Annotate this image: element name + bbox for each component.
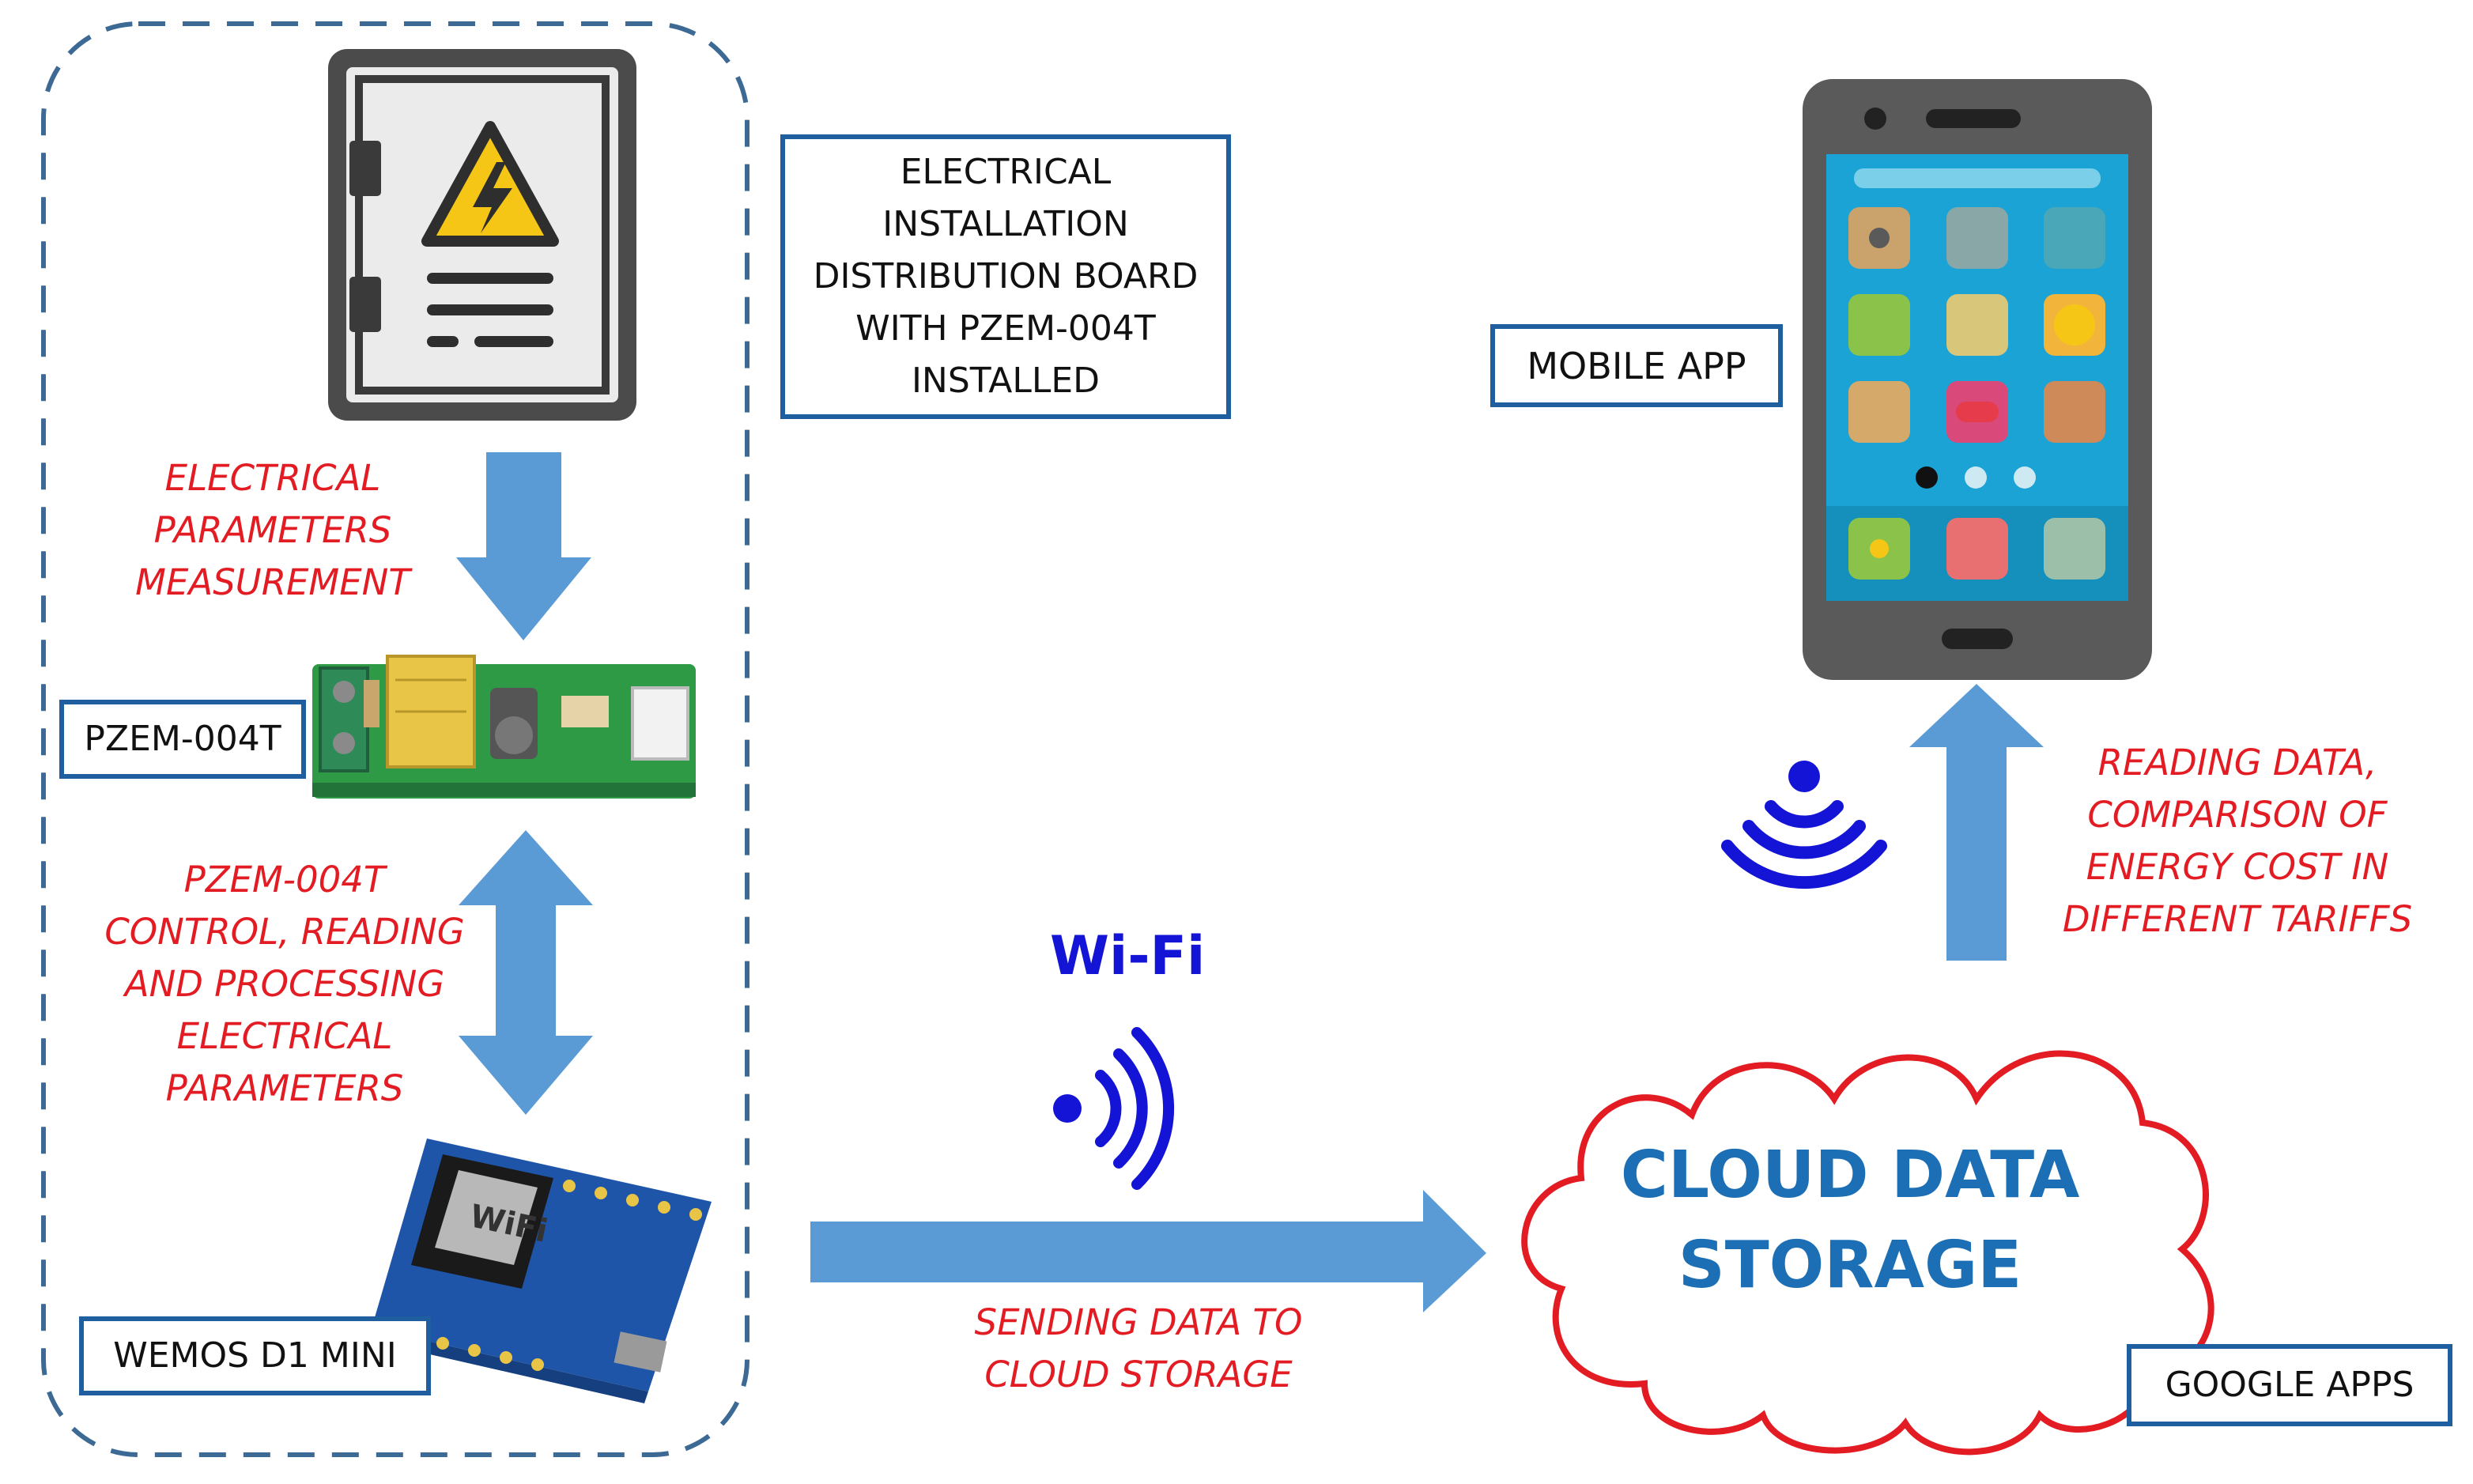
pzem-module-image <box>312 655 696 799</box>
measurement-arrow <box>456 452 591 640</box>
signal-icon <box>1721 761 1887 889</box>
reading-arrow <box>1909 684 2044 961</box>
wemos-board-image: WiFi <box>368 1138 712 1403</box>
hardware-group-dashed-border <box>41 21 749 1457</box>
wifi-label: Wi-Fi <box>1050 925 1206 987</box>
mobile-app-label: MOBILE APP <box>1490 324 1783 407</box>
wemos-label: WEMOS D1 MINI <box>79 1316 431 1395</box>
reading-annotation: READING DATA, COMPARISON OF ENERGY COST … <box>2062 742 2413 940</box>
cloud-data-storage-label: CLOUD DATA STORAGE <box>1620 1138 2080 1303</box>
cloud-shape <box>1521 1050 2214 1456</box>
pzem-label: PZEM-004T <box>59 700 306 779</box>
control-double-arrow <box>459 830 593 1115</box>
smartphone-icon <box>1803 79 2152 680</box>
measurement-annotation: ELECTRICAL PARAMETERS MEASUREMENT <box>135 457 410 603</box>
wifi-icon <box>1053 1027 1175 1190</box>
sending-arrow <box>810 1190 1486 1312</box>
sending-annotation: SENDING DATA TO CLOUD STORAGE <box>974 1301 1303 1395</box>
distribution-board-icon <box>328 49 636 421</box>
control-annotation: PZEM-004T CONTROL, READING AND PROCESSIN… <box>104 859 465 1109</box>
distribution-board-label: ELECTRICAL INSTALLATION DISTRIBUTION BOA… <box>780 134 1231 419</box>
google-apps-label: GOOGLE APPS <box>2127 1344 2452 1426</box>
